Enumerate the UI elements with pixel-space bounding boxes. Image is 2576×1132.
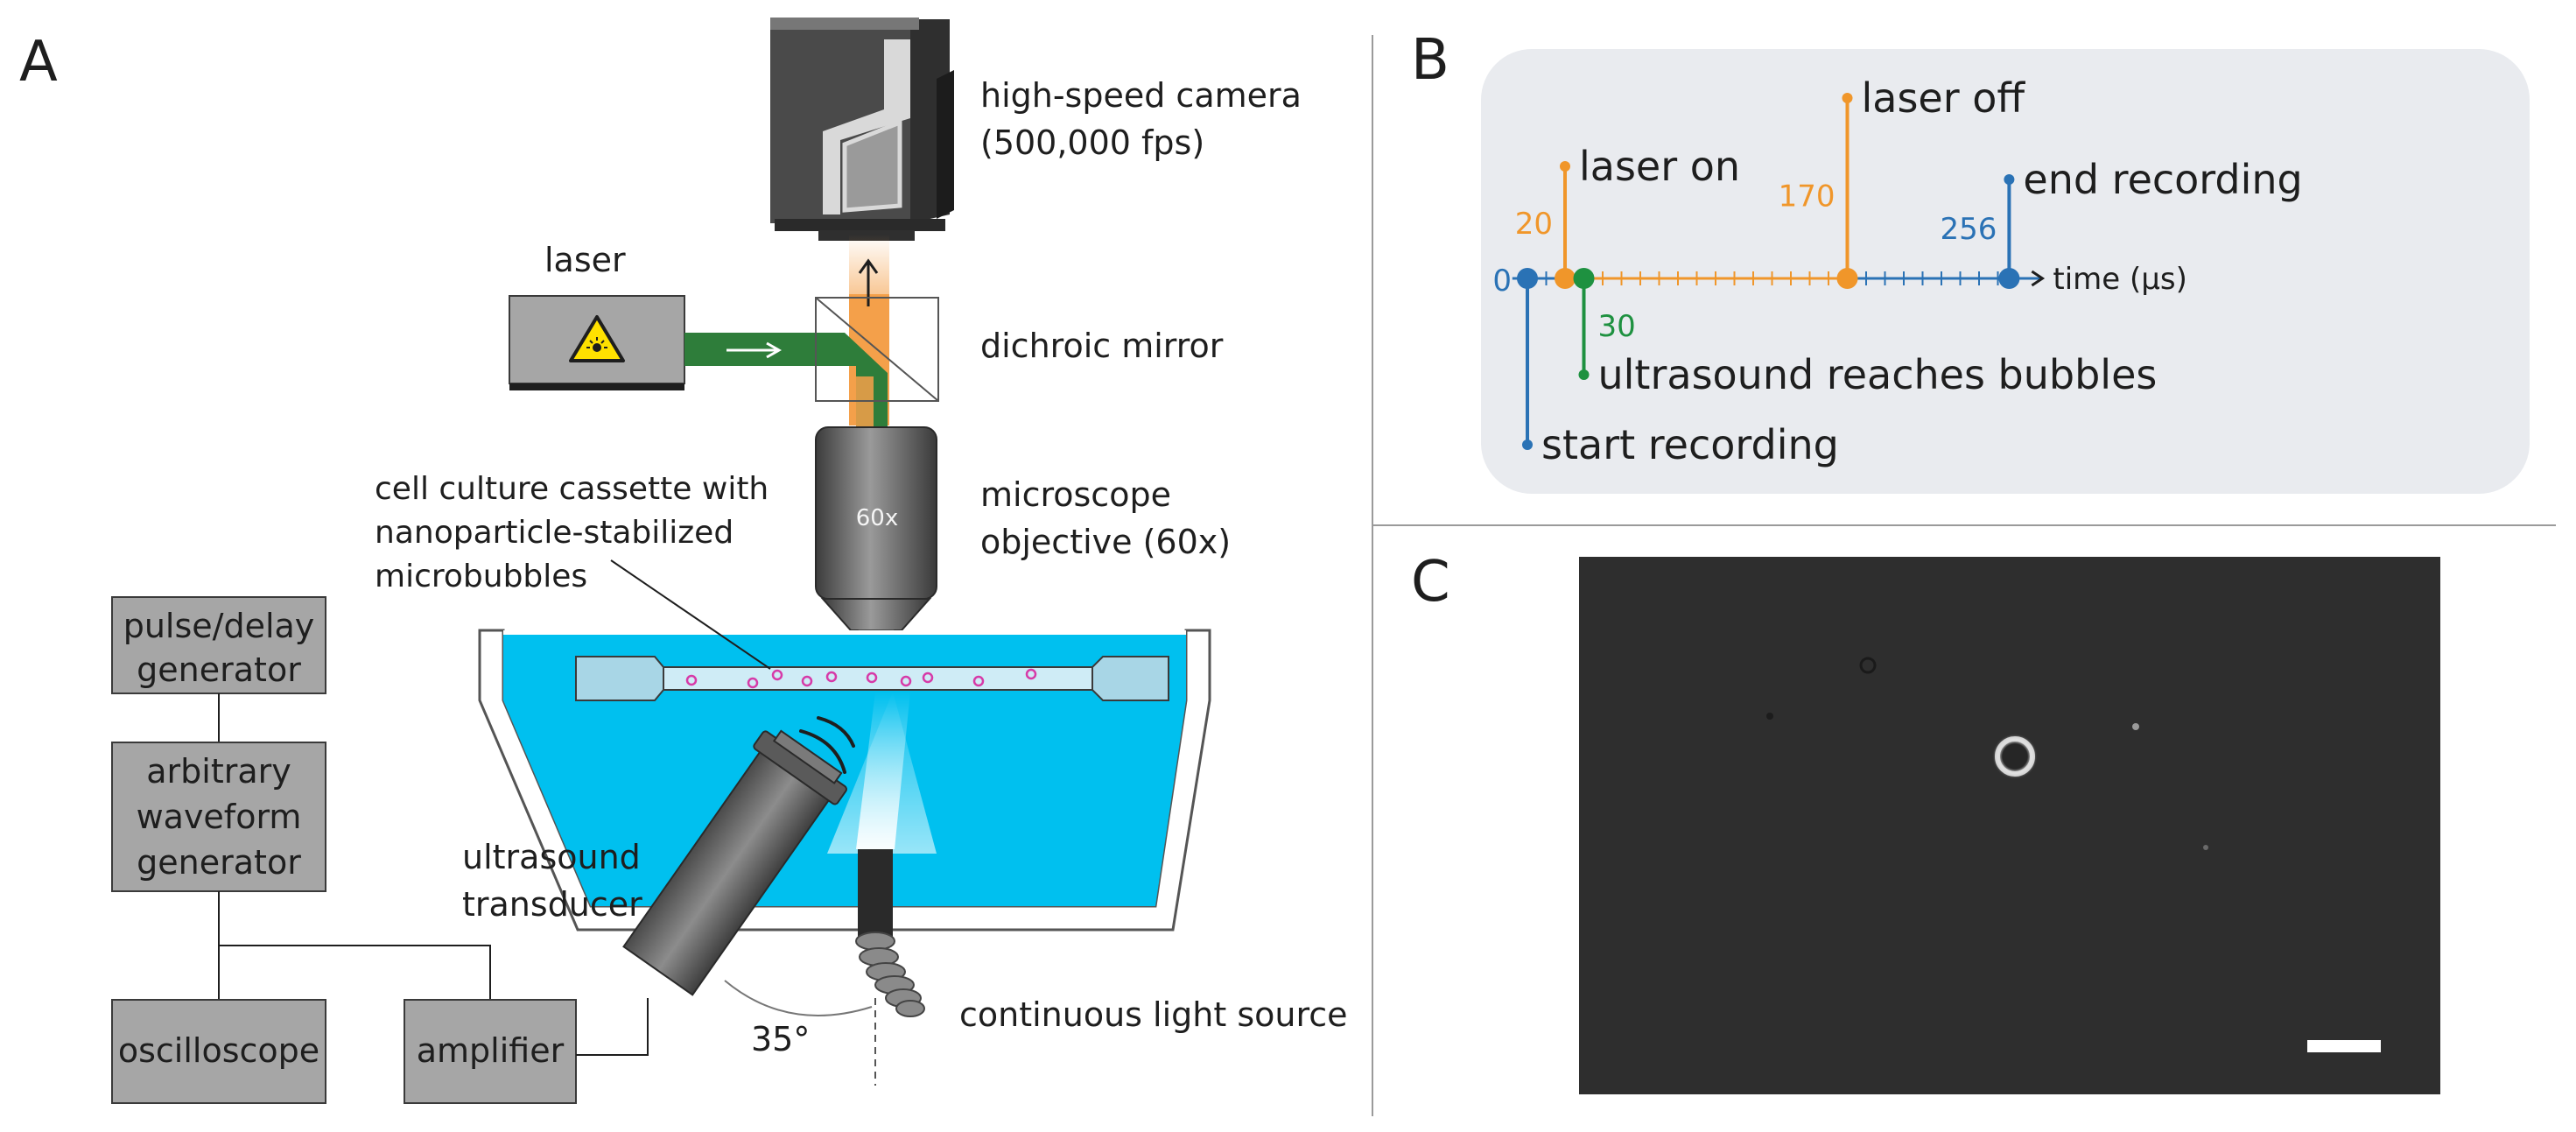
ultrasound-transducer-icon	[622, 729, 847, 996]
scale-bar	[2307, 1040, 2381, 1052]
event-stem-dot	[1842, 93, 1853, 103]
panel-c: C	[1411, 550, 2440, 1094]
high-speed-camera-icon	[770, 18, 954, 241]
event-marker	[1555, 268, 1576, 289]
event-value-label: 20	[1515, 207, 1553, 242]
pulse-box-line1: pulse/delay	[123, 607, 315, 645]
axis-label: time (µs)	[2053, 262, 2187, 297]
amplifier-box: amplifier	[404, 999, 577, 1104]
event-value-label: 0	[1492, 264, 1512, 299]
timeline: time (µs) start recording 0 laser on 20 ultra…	[1492, 74, 2302, 468]
laser-label: laser	[544, 241, 626, 279]
event-stem-dot	[1578, 369, 1590, 380]
event-value-label: 30	[1598, 309, 1636, 344]
awg-box-line1: arbitrary	[146, 752, 291, 791]
panel-b: B time (µs) start recording 0 laser on 20 ult…	[1411, 28, 2530, 494]
event-label: start recording	[1541, 421, 1839, 468]
cassette-label-line1: cell culture cassette with	[375, 471, 769, 507]
event-stem-dot	[1522, 439, 1533, 450]
event-label: ultrasound reaches bubbles	[1598, 351, 2158, 398]
cassette-label-line3: microbubbles	[375, 559, 587, 594]
microscopy-image	[1579, 557, 2440, 1094]
light-source-label: continuous light source	[959, 995, 1348, 1034]
laser-icon	[509, 295, 685, 390]
pulse-box-line2: generator	[137, 650, 301, 689]
event-value-label: 256	[1940, 212, 1997, 247]
microbubbles	[685, 668, 1037, 689]
event-label: laser off	[1862, 74, 2026, 122]
orange-over-green	[856, 376, 874, 431]
objective-label-line2: objective (60x)	[980, 523, 1231, 561]
awg-box-line2: waveform	[137, 798, 302, 836]
signal-wires	[218, 891, 491, 1000]
oscilloscope-label: oscilloscope	[118, 1031, 319, 1070]
event-value-label: 170	[1779, 179, 1835, 214]
cassette-label-line2: nanoparticle-stabilized	[375, 515, 733, 551]
panel-a: A high-speed camera (500,000 fps)	[19, 18, 1348, 1104]
panel-c-letter: C	[1411, 550, 1450, 615]
cassette-pointer	[610, 559, 771, 670]
event-marker	[1573, 268, 1595, 289]
event-label: end recording	[2023, 156, 2302, 203]
time-axis-arrow	[2031, 270, 2046, 287]
dichroic-label: dichroic mirror	[980, 327, 1224, 365]
pulse-delay-generator-box: pulse/delay generator	[111, 596, 326, 694]
objective-text: 60x	[856, 505, 898, 531]
event-marker	[1836, 268, 1858, 289]
transducer-label-line1: ultrasound	[462, 838, 641, 876]
event-marker	[1998, 268, 2020, 289]
event-marker	[1517, 268, 1538, 289]
angle-arc	[724, 980, 873, 1016]
panel-b-letter: B	[1411, 28, 1449, 93]
awg-box-line3: generator	[137, 843, 301, 882]
camera-label-line2: (500,000 fps)	[980, 123, 1204, 162]
objective-label-line1: microscope	[980, 475, 1171, 514]
event-label: laser on	[1579, 143, 1740, 190]
amplifier-to-transducer-wire	[576, 998, 649, 1056]
oscilloscope-box: oscilloscope	[111, 999, 326, 1104]
panel-a-letter: A	[19, 30, 58, 95]
event-stem-dot	[1560, 161, 1570, 172]
light-source-icon	[855, 849, 925, 1017]
arbitrary-waveform-generator-box: arbitrary waveform generator	[111, 742, 326, 892]
camera-label-line1: high-speed camera	[980, 76, 1302, 115]
cell-culture-cassette	[575, 656, 1169, 701]
angle-label: 35°	[751, 1020, 810, 1058]
event-stem-dot	[2004, 174, 2015, 185]
amplifier-label: amplifier	[417, 1031, 565, 1070]
transducer-label-line2: transducer	[462, 885, 642, 924]
dichroic-mirror-icon	[815, 297, 939, 402]
